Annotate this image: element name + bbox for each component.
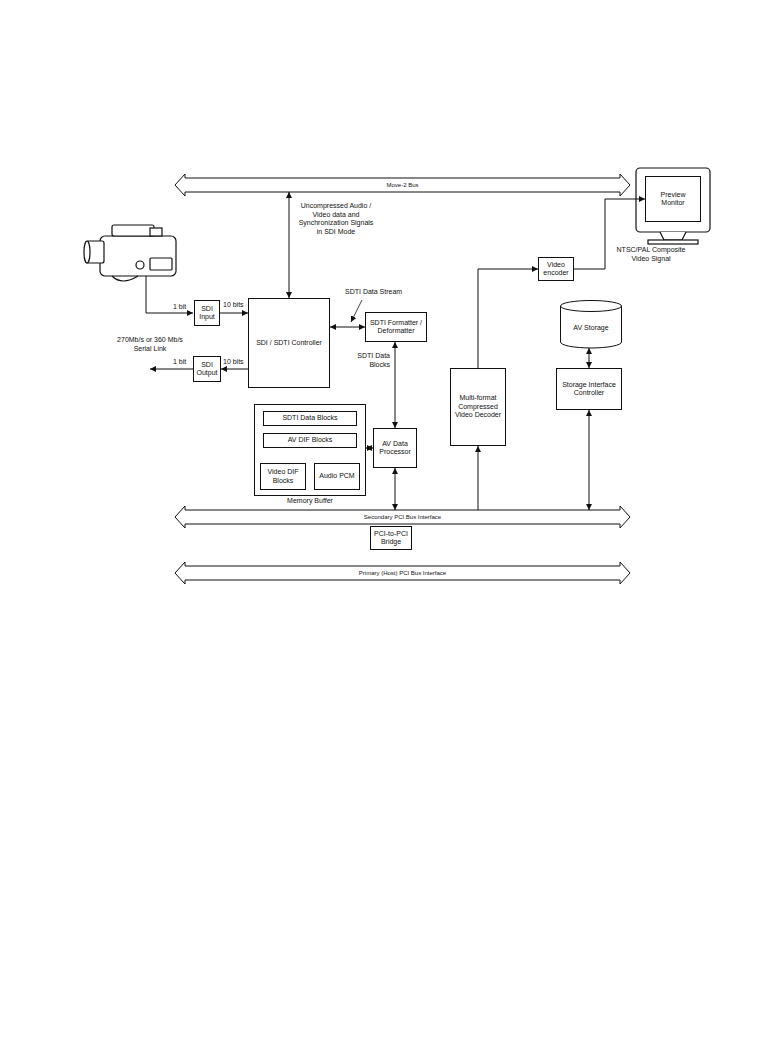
node-text: SDI / SDTI Controller — [256, 339, 322, 348]
connector — [478, 269, 538, 368]
signal-note: NTSC/PAL Composite Video Signal — [608, 246, 694, 263]
process-box: SDI Input — [194, 300, 220, 326]
node-text: AV Storage — [573, 324, 608, 333]
node-text: Video DIF Blocks — [263, 468, 303, 485]
node-text: Secondary PCI Bus Interface — [364, 514, 441, 521]
viewfinder — [112, 225, 154, 236]
memory-block: SDTI Data Blocks — [263, 411, 357, 426]
node-text: PCI-to-PCI Bridge — [373, 530, 409, 547]
node-text: Storage Interface Controller — [559, 381, 619, 398]
node-text: SDI Input — [197, 305, 217, 322]
monitor-screen: Preview Monitor — [645, 176, 701, 222]
connector — [289, 192, 290, 298]
connector — [589, 410, 590, 510]
signal-note: SDTI Data Blocks — [348, 352, 390, 369]
node-text: Move-2 Bus — [386, 182, 418, 189]
signal-note: SDTI Data Stream — [345, 288, 415, 297]
signal-width: 10 bits — [223, 358, 249, 367]
process-box: SDI / SDTI Controller — [248, 298, 330, 388]
bus-band: Secondary PCI Bus Interface — [175, 510, 630, 524]
control-button — [136, 261, 144, 269]
memory-block: AV DIF Blocks — [263, 433, 357, 448]
process-box: Multi-format Compressed Video Decoder — [450, 368, 506, 446]
node-text: Memory Buffer — [255, 497, 365, 506]
memory-group: Memory BufferSDTI Data BlocksAV DIF Bloc… — [254, 404, 366, 496]
process-box: AV Data Processor — [373, 428, 417, 468]
cylinder-top — [561, 301, 622, 312]
hand-strap — [112, 276, 138, 281]
node-text: SDTI Formatter / Deformatter — [368, 319, 424, 336]
signal-note: Uncompressed Audio / Video data and Sync… — [297, 202, 375, 236]
connector — [221, 369, 248, 370]
connector — [395, 342, 396, 428]
connector — [366, 448, 373, 449]
storage-cylinder: AV Storage — [560, 300, 622, 348]
node-text: AV DIF Blocks — [288, 436, 333, 445]
signal-width: 1 bit — [173, 303, 195, 312]
connector — [478, 446, 479, 510]
memory-block: Video DIF Blocks — [260, 463, 306, 490]
process-box: SDTI Formatter / Deformatter — [365, 312, 427, 342]
connector — [330, 327, 365, 328]
signal-width: 1 bit — [173, 358, 195, 367]
camcorder-illustration — [84, 225, 176, 281]
band-outline — [175, 174, 630, 196]
lens-front — [84, 241, 90, 263]
monitor-base — [648, 240, 698, 244]
connector — [589, 348, 590, 368]
connector — [220, 313, 248, 314]
monitor-frame — [636, 168, 710, 232]
signal-width: 10 bits — [223, 301, 249, 310]
bus-band: Move-2 Bus — [175, 178, 630, 192]
process-box: SDI Output — [193, 356, 221, 382]
node-text: Audio PCM — [319, 472, 354, 481]
connector — [395, 468, 396, 510]
link-rate: 270Mb/s or 360 Mb/s Serial Link — [114, 336, 186, 353]
node-text: Multi-format Compressed Video Decoder — [453, 394, 503, 420]
node-text: SDI Output — [196, 361, 218, 378]
process-box: Storage Interface Controller — [556, 368, 622, 410]
monitor-stand — [660, 232, 686, 240]
process-box: PCI-to-PCI Bridge — [370, 526, 412, 550]
camera-body — [100, 236, 176, 276]
cylinder-body — [561, 306, 622, 348]
process-box: Video encoder — [538, 257, 574, 281]
band-outline — [175, 506, 630, 528]
eyepiece — [150, 228, 162, 236]
node-text: Primary (Host) PCI Bus Interface — [359, 570, 446, 577]
side-display — [150, 258, 172, 270]
leader-arrow — [351, 300, 362, 322]
node-text: AV Data Processor — [376, 440, 414, 457]
serial-output-link — [150, 369, 194, 370]
monitor-casing — [636, 168, 710, 244]
node-text: Video encoder — [541, 261, 571, 278]
band-outline — [175, 562, 630, 584]
node-text: SDTI Data Blocks — [282, 414, 337, 423]
node-text: Preview Monitor — [648, 191, 698, 208]
memory-block: Audio PCM — [314, 463, 360, 490]
bus-band: Primary (Host) PCI Bus Interface — [175, 566, 630, 580]
